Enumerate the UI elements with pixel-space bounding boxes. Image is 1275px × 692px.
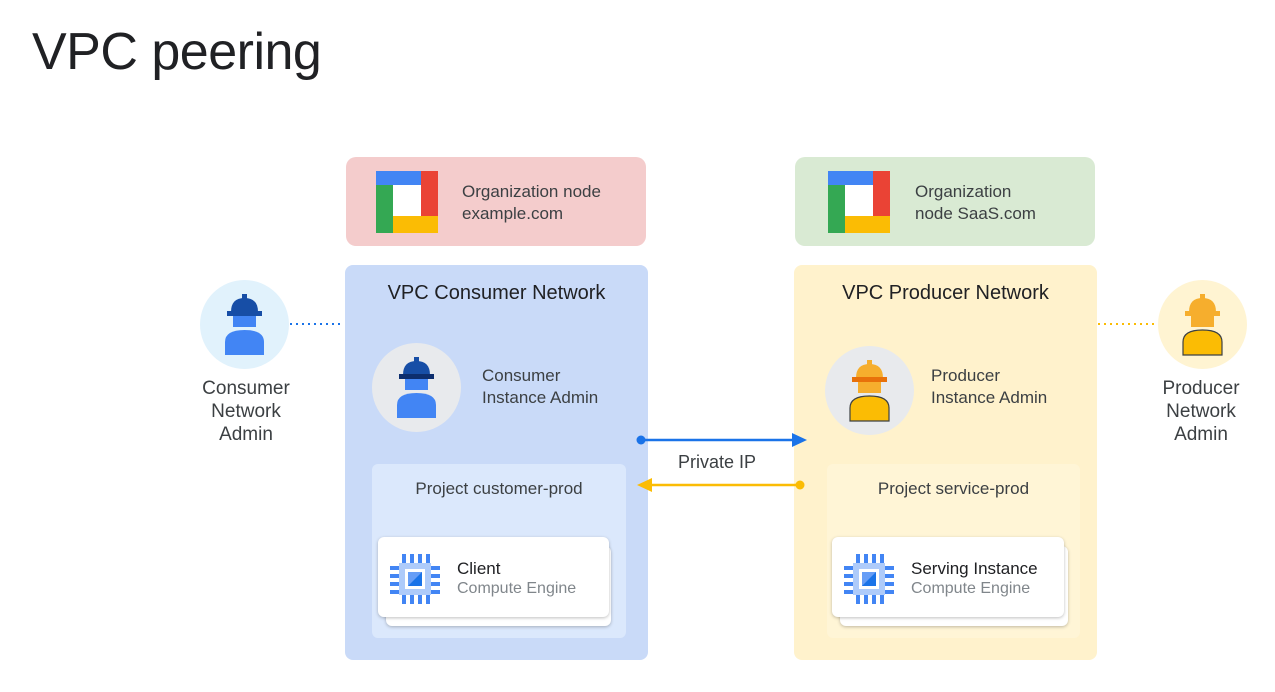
card-subtitle: Compute Engine xyxy=(457,580,577,597)
org-node-consumer: Organization node example.com xyxy=(346,157,646,246)
org-node-icon xyxy=(828,171,890,233)
producer-instance-admin-label: Producer Instance Admin xyxy=(931,366,1048,407)
producer-network-admin-avatar xyxy=(1158,280,1247,369)
page-title: VPC peering xyxy=(32,23,322,81)
compute-engine-icon xyxy=(844,554,894,604)
hard-hat-person-icon xyxy=(225,294,264,355)
client-instance-card[interactable]: Client Compute Engine xyxy=(378,537,609,617)
consumer-instance-admin-avatar xyxy=(372,343,461,432)
org-node-producer: Organization node SaaS.com xyxy=(795,157,1095,246)
org-node-label-line1: Organization node xyxy=(462,182,601,201)
card-subtitle: Compute Engine xyxy=(911,580,1031,597)
consumer-network-admin-label: Consumer Network Admin xyxy=(202,378,290,445)
serving-instance-card[interactable]: Serving Instance Compute Engine xyxy=(832,537,1064,617)
private-ip-label: Private IP xyxy=(678,452,757,472)
vpc-title: VPC Consumer Network xyxy=(387,282,606,304)
compute-engine-icon xyxy=(390,554,440,604)
org-node-icon xyxy=(376,171,438,233)
producer-to-consumer-arrow xyxy=(637,478,805,492)
project-title: Project customer-prod xyxy=(415,479,583,498)
consumer-instance-admin-label: Consumer Instance Admin xyxy=(482,366,599,407)
producer-instance-admin-avatar xyxy=(825,346,914,435)
hard-hat-person-icon xyxy=(1182,294,1223,356)
project-service-prod: Project service-prod Serving Instance Co… xyxy=(827,464,1080,638)
project-title: Project service-prod xyxy=(877,479,1030,498)
project-customer-prod: Project customer-prod Client Compute Eng… xyxy=(372,464,626,638)
consumer-to-producer-arrow xyxy=(636,433,807,447)
hard-hat-person-icon xyxy=(849,360,890,422)
card-title: Serving Instance xyxy=(911,559,1038,578)
vpc-title: VPC Producer Network xyxy=(842,282,1049,304)
org-node-label-line2: example.com xyxy=(462,204,564,223)
hard-hat-person-icon xyxy=(397,357,436,418)
card-title: Client xyxy=(457,559,501,578)
org-node-label-line2: node SaaS.com xyxy=(915,204,1036,223)
org-node-label-line1: Organization xyxy=(915,182,1012,201)
consumer-network-admin-avatar xyxy=(200,280,289,369)
producer-network-admin-label: Producer Network Admin xyxy=(1162,378,1240,445)
